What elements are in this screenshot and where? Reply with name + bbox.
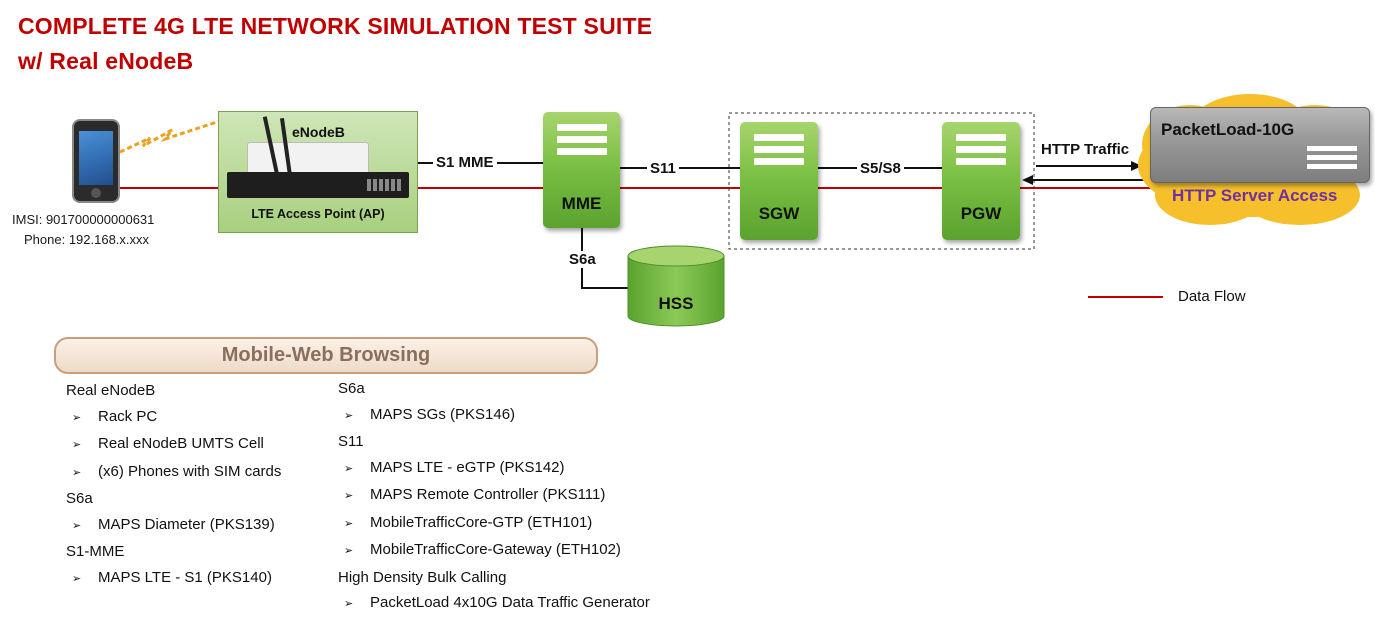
feature-list-right: S6a ➢ MAPS SGs (PKS146) S11 ➢ MAPS LTE - eGTP…: [338, 376, 650, 618]
s6a-link: [581, 228, 630, 289]
pgw-label: PGW: [960, 204, 1002, 223]
list-heading: Real eNodeB: [66, 382, 156, 399]
http-arrowhead-left: [1022, 175, 1033, 185]
feature-list-left: Real eNodeB ➢ Rack PC ➢ Real eNodeB UMTS Cel…: [66, 378, 281, 592]
s6a-label: S6a: [566, 251, 599, 268]
wireless-signal-icon: [119, 119, 221, 154]
list-item: ➢ Rack PC: [66, 404, 281, 432]
server-access-label: HTTP Server Access: [1172, 186, 1338, 205]
server-icon: [556, 124, 607, 160]
list-item-text: Real eNodeB UMTS Cell: [98, 435, 264, 452]
bullet-arrow-icon: ➢: [344, 409, 354, 422]
list-item: ➢ PacketLoad 4x10G Data Traffic Generator: [338, 590, 650, 618]
list-heading: S1-MME: [66, 543, 125, 560]
hss-label: HSS: [658, 294, 694, 313]
bullet-arrow-icon: ➢: [344, 462, 354, 475]
bullet-arrow-icon: ➢: [72, 466, 82, 479]
packetload-name: PacketLoad-10G: [1161, 120, 1295, 139]
list-item: ➢ (x6) Phones with SIM cards: [66, 459, 281, 487]
http-arrowhead-right: [1131, 161, 1142, 171]
legend-data-flow-label: Data Flow: [1178, 288, 1246, 305]
list-heading: S6a: [66, 490, 93, 507]
pgw-node: PGW: [942, 122, 1020, 240]
http-traffic-label: HTTP Traffic: [1041, 141, 1130, 158]
phone-imsi: IMSI: 901700000000631: [12, 212, 155, 227]
list-item: ➢ MAPS Diameter (PKS139): [66, 512, 281, 540]
bullet-arrow-icon: ➢: [344, 490, 354, 502]
bullet-arrow-icon: ➢: [72, 572, 82, 585]
enodeb-device: eNodeB LTE Access Point (AP): [218, 111, 418, 233]
mme-node: MME: [543, 112, 620, 228]
s1mme-label: S1 MME: [433, 154, 497, 171]
bullet-arrow-icon: ➢: [344, 545, 354, 557]
s5s8-label: S5/S8: [857, 160, 904, 177]
packetload-server: PacketLoad-10G: [1150, 107, 1370, 183]
list-item-text: MobileTrafficCore-GTP (ETH101): [370, 513, 593, 531]
page-subtitle: w/ Real eNodeB: [18, 48, 194, 74]
list-item-text: Rack PC: [98, 407, 158, 425]
list-heading: High Density Bulk Calling: [338, 568, 507, 586]
list-heading: S6a: [338, 380, 365, 397]
server-vent-icon: [1307, 146, 1357, 169]
list-item-text: (x6) Phones with SIM cards: [98, 462, 282, 480]
phone-ip: Phone: 192.168.x.xxx: [24, 232, 150, 247]
page-title: COMPLETE 4G LTE NETWORK SIMULATION TEST …: [18, 13, 653, 39]
list-item-text: MAPS Remote Controller (PKS111): [370, 486, 606, 503]
bullet-arrow-icon: ➢: [344, 598, 354, 610]
list-item: ➢ Real eNodeB UMTS Cell: [66, 431, 281, 459]
list-item-text: MAPS LTE - eGTP (PKS142): [370, 458, 565, 476]
list-item-text: MAPS Diameter (PKS139): [98, 515, 275, 533]
mme-label: MME: [561, 194, 602, 213]
server-icon: [956, 134, 1006, 170]
bullet-arrow-icon: ➢: [72, 411, 82, 424]
bullet-arrow-icon: ➢: [72, 439, 82, 451]
list-item-text: MAPS LTE - S1 (PKS140): [98, 568, 272, 586]
list-item: ➢ MobileTrafficCore-Gateway (ETH102): [338, 537, 650, 565]
list-item: ➢ MobileTrafficCore-GTP (ETH101): [338, 510, 650, 538]
sgw-node: SGW: [740, 122, 818, 240]
sgw-label: SGW: [758, 204, 800, 223]
list-item: ➢ MAPS SGs (PKS146): [338, 402, 650, 430]
section-banner: Mobile-Web Browsing: [54, 337, 598, 374]
list-item-text: PacketLoad 4x10G Data Traffic Generator: [370, 594, 650, 611]
hss-database-icon: [627, 245, 725, 327]
phone-icon: [72, 119, 120, 203]
list-item: ➢ MAPS LTE - eGTP (PKS142): [338, 455, 650, 483]
bullet-arrow-icon: ➢: [72, 519, 82, 532]
list-item: ➢ MAPS LTE - S1 (PKS140): [66, 565, 281, 593]
list-item-text: MAPS SGs (PKS146): [370, 405, 516, 423]
list-item: ➢ MAPS Remote Controller (PKS111): [338, 482, 650, 510]
bullet-arrow-icon: ➢: [344, 517, 354, 530]
list-item-text: MobileTrafficCore-Gateway (ETH102): [370, 541, 621, 558]
server-icon: [754, 134, 804, 170]
s11-label: S11: [647, 160, 679, 177]
enodeb-caption: LTE Access Point (AP): [251, 207, 385, 221]
list-heading: S11: [338, 433, 364, 450]
enodeb-label: eNodeB: [292, 124, 345, 140]
